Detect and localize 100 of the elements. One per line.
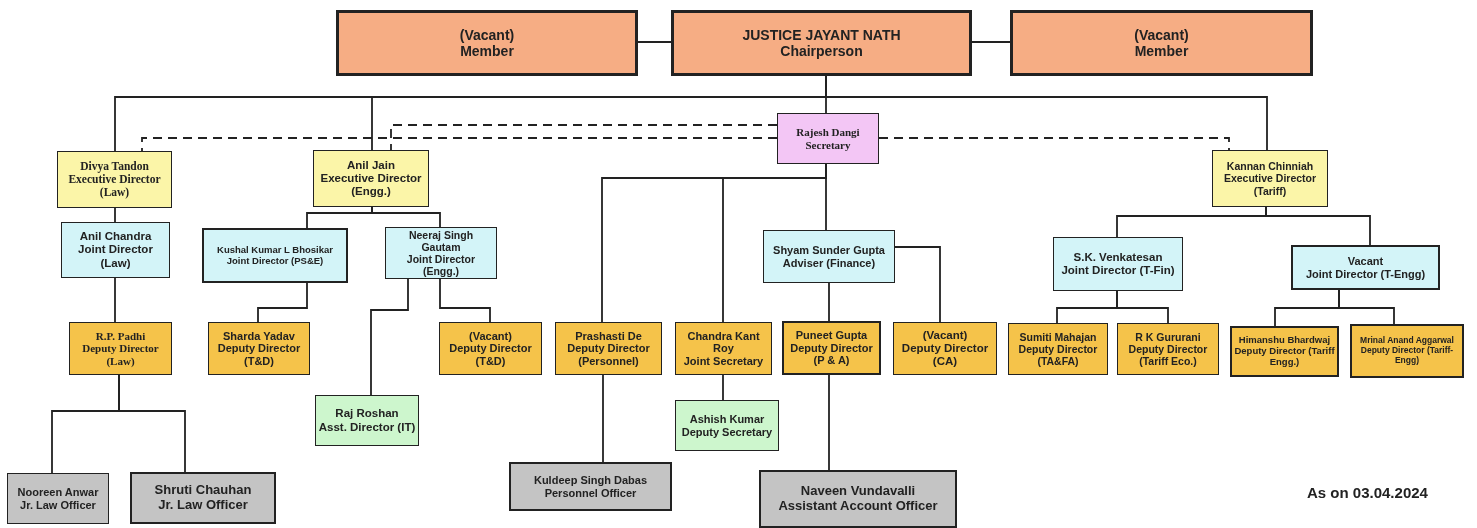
connector-line — [894, 246, 941, 323]
designation-text: Deputy Director (Tariff Engg.) — [1234, 346, 1335, 368]
position-box — [1230, 326, 1339, 377]
position-box — [313, 150, 429, 207]
name-text: R K Gururani — [1135, 330, 1201, 343]
name-text: (Vacant) — [1134, 26, 1189, 43]
designation-text: Deputy Director (Law) — [81, 342, 160, 368]
name-text: Kuldeep Singh Dabas — [533, 473, 648, 487]
position-box — [130, 472, 276, 524]
name-text: Sharda Yadav — [223, 329, 295, 343]
designation-text: Deputy Director (TA&FA) — [1017, 342, 1099, 368]
name-text: Shruti Chauhan — [154, 483, 252, 498]
connector-line — [722, 374, 724, 401]
name-text: Naveen Vundavalli — [800, 484, 916, 499]
designation-text: Deputy Director (CA) — [900, 341, 990, 369]
name-text: Raj Roshan — [335, 407, 399, 421]
name-text: Chandra Kant Roy — [686, 329, 761, 355]
name-text: Puneet Gupta — [795, 329, 868, 342]
connector-line — [439, 278, 491, 323]
position-box — [208, 322, 310, 375]
name-text: Ashish Kumar — [689, 412, 765, 426]
designation-text: Joint Director (T-Engg) — [1305, 267, 1426, 281]
designation-text: Deputy Director (Tariff- Engg) — [1359, 346, 1455, 366]
connector-line — [637, 41, 672, 43]
name-text: Nooreen Anwar — [17, 485, 99, 499]
position-box — [675, 400, 779, 451]
name-text: Kushal Kumar L Bhosikar — [217, 244, 333, 256]
designation-text: Joint Secretary — [683, 354, 764, 368]
position-box — [555, 322, 662, 375]
connector-line — [1265, 206, 1371, 246]
designation-text: Joint Director (T-Fin) — [1061, 264, 1175, 278]
name-text: Mrinal Anand Aggarwal — [1360, 336, 1454, 347]
designation-text: Secretary — [805, 138, 851, 152]
position-box — [202, 228, 348, 283]
position-box — [782, 321, 881, 375]
position-box — [7, 473, 109, 524]
position-box — [671, 10, 972, 76]
name-text: Anil Jain — [347, 158, 395, 172]
designation-text: Adviser (Finance) — [782, 256, 876, 270]
position-box — [1117, 323, 1219, 375]
designation-text: Executive Director (Law) — [67, 172, 162, 200]
designation-text: Assistant Account Officer — [778, 499, 938, 514]
name-text: (Vacant) — [922, 328, 968, 342]
designation-text: Deputy Director (Personnel) — [566, 342, 651, 368]
designation-text: Deputy Director (T&D) — [216, 342, 302, 368]
position-box — [509, 462, 672, 511]
connector-line — [370, 278, 409, 396]
name-text: Anil Chandra — [79, 230, 152, 244]
dashed-connector-line — [878, 137, 1230, 151]
date-note: As on 03.04.2024 — [1307, 484, 1428, 501]
connector-line — [971, 41, 1011, 43]
name-text: Neeraj Singh Gautam — [407, 228, 475, 253]
position-box — [61, 222, 170, 278]
position-box — [893, 322, 997, 375]
position-box — [57, 151, 172, 208]
connector-line — [371, 206, 441, 228]
connector-line — [602, 374, 604, 463]
position-box — [69, 322, 172, 375]
name-text: Divya Tandon — [80, 159, 149, 173]
designation-text: Joint Director (Engg.) — [405, 253, 477, 278]
connector-line — [828, 374, 830, 471]
name-text: R.P. Padhi — [95, 329, 146, 343]
connector-line — [1116, 290, 1169, 324]
position-box — [385, 227, 497, 279]
connector-line — [257, 282, 308, 323]
designation-text: Jr. Law Officer — [158, 498, 248, 513]
position-box — [1008, 323, 1108, 375]
connector-line — [828, 282, 830, 322]
designation-text: Chairperson — [780, 43, 863, 60]
position-box — [1010, 10, 1313, 76]
name-text: Prashasti De — [575, 329, 642, 343]
position-box — [763, 230, 895, 283]
name-text: Himanshu Bhardwaj — [1238, 335, 1331, 347]
position-box — [1350, 324, 1464, 378]
position-box — [315, 395, 419, 446]
dashed-connector-line — [390, 124, 778, 151]
designation-text: Executive Director (Tariff) — [1222, 172, 1318, 197]
connector-line — [118, 374, 186, 473]
name-text: S.K. Venkatesan — [1073, 250, 1163, 264]
connector-line — [825, 163, 827, 231]
connector-line — [114, 207, 116, 223]
position-box — [759, 470, 957, 528]
name-text: JUSTICE JAYANT NATH — [742, 26, 901, 43]
name-text: Kannan Chinniah — [1226, 160, 1314, 173]
name-text: Vacant — [1347, 254, 1384, 268]
name-text: (Vacant) — [469, 329, 512, 343]
designation-text: Member — [460, 43, 514, 60]
designation-text: Deputy Director (P & A) — [789, 341, 874, 367]
position-box — [336, 10, 638, 76]
connector-line — [114, 277, 116, 323]
position-box — [777, 113, 879, 164]
name-text: Shyam Sunder Gupta — [773, 243, 885, 257]
position-box — [1053, 237, 1183, 291]
position-box — [675, 322, 772, 375]
designation-text: Joint Director (Law) — [77, 243, 154, 270]
position-box — [1212, 150, 1328, 207]
name-text: Sumiti Mahajan — [1019, 330, 1097, 343]
designation-text: Deputy Director (T&D) — [448, 342, 533, 368]
designation-text: Executive Director (Engg.) — [319, 171, 423, 199]
designation-text: Personnel Officer — [544, 486, 637, 500]
